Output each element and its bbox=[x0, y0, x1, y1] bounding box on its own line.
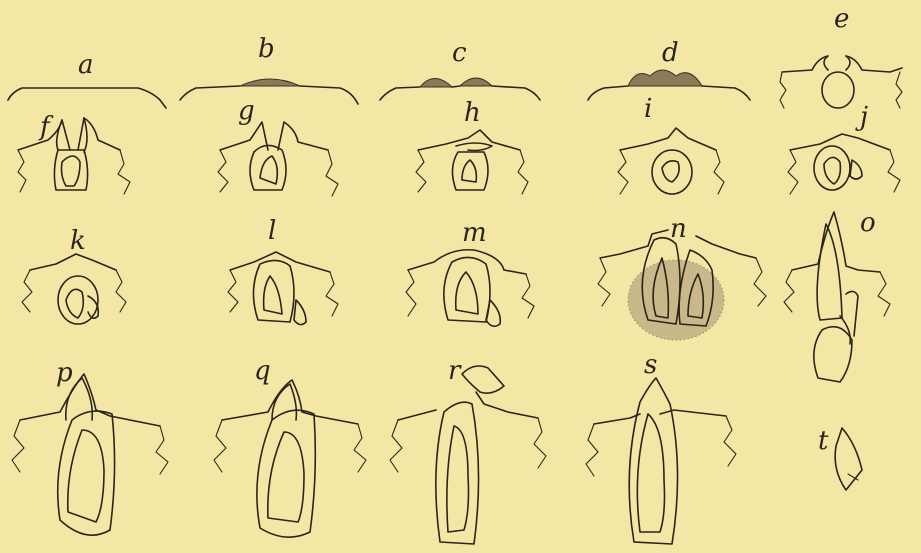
panel-label-a: a bbox=[78, 52, 94, 78]
panel-q-drawing bbox=[214, 380, 366, 537]
panel-label-o: o bbox=[860, 210, 876, 236]
panel-label-s: s bbox=[644, 352, 657, 378]
panel-label-f: f bbox=[40, 114, 50, 140]
panel-label-t: t bbox=[818, 428, 828, 454]
panel-label-h: h bbox=[464, 100, 481, 126]
panel-t-drawing bbox=[835, 428, 862, 490]
panel-n-drawing bbox=[598, 230, 766, 340]
panel-f-drawing bbox=[18, 118, 130, 194]
panel-s-drawing bbox=[586, 378, 736, 544]
panel-l-drawing bbox=[228, 252, 338, 325]
panel-label-n: n bbox=[670, 216, 687, 242]
panel-r-drawing bbox=[390, 366, 546, 544]
panel-i-drawing bbox=[618, 128, 724, 194]
panel-label-d: d bbox=[662, 40, 679, 66]
panel-m-drawing bbox=[406, 250, 534, 327]
panel-k-drawing bbox=[22, 254, 126, 324]
panel-label-i: i bbox=[644, 96, 652, 122]
panel-label-r: r bbox=[448, 358, 460, 384]
panel-d-drawing bbox=[588, 70, 750, 100]
panel-label-k: k bbox=[70, 228, 86, 254]
panel-g-drawing bbox=[218, 122, 338, 196]
panel-j-drawing bbox=[788, 134, 900, 194]
panel-label-m: m bbox=[462, 220, 487, 246]
panel-h-drawing bbox=[416, 130, 528, 194]
panel-p-drawing bbox=[12, 374, 168, 535]
panel-e-drawing bbox=[780, 56, 902, 108]
panel-b-drawing bbox=[180, 79, 358, 104]
panel-a-drawing bbox=[8, 88, 166, 108]
panel-label-q: q bbox=[254, 358, 271, 384]
panel-label-j: j bbox=[860, 104, 868, 130]
panel-label-b: b bbox=[258, 36, 275, 62]
panel-label-g: g bbox=[238, 98, 255, 124]
panel-label-p: p bbox=[56, 360, 73, 386]
panel-label-e: e bbox=[834, 6, 849, 32]
panel-label-c: c bbox=[452, 40, 467, 66]
panel-c-drawing bbox=[380, 78, 540, 100]
panel-label-l: l bbox=[268, 218, 276, 244]
